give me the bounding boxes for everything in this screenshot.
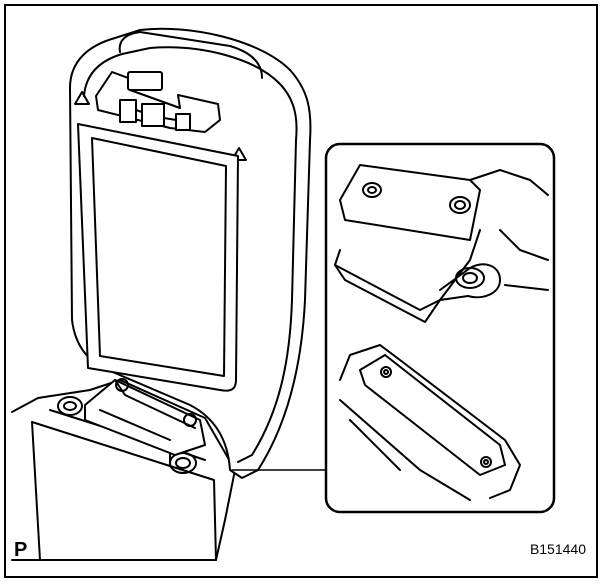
page-letter: P (14, 539, 28, 561)
detail-inset-pin (339, 344, 521, 501)
figure-code: B151440 (529, 541, 586, 557)
detail-inset (324, 142, 556, 514)
lid-pad (77, 123, 239, 392)
detail-inset-hinge-collar (334, 164, 549, 323)
lid-latch (95, 71, 221, 133)
hinge (84, 378, 206, 456)
